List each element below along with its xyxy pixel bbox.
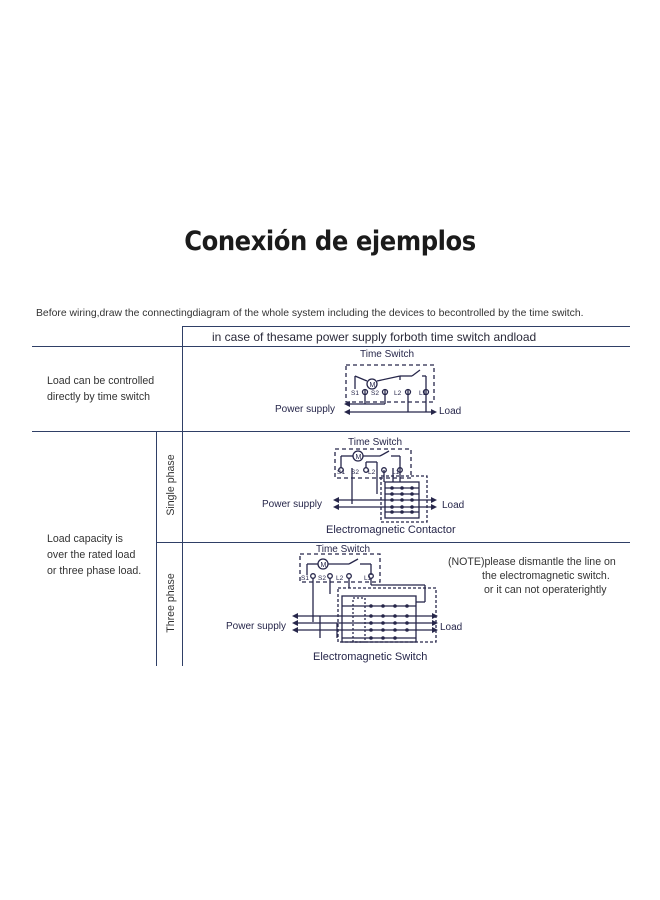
motor-label: M [370,382,376,389]
terminal-s1: S1 [337,469,345,476]
motor-label: M [321,562,327,569]
time-switch-title: Time Switch [316,544,370,555]
time-switch-box [345,364,435,403]
time-switch-title: Time Switch [348,437,402,448]
power-supply-label: Power supply [226,621,286,632]
load-label: Load [439,406,461,417]
time-switch-box [334,448,412,479]
terminal-s1: S1 [301,575,309,582]
diagram-single-phase: Time Switch M S1 S2 L2 L1 Power supply L… [262,437,464,536]
note-line2: the electromagnetic switch. [482,570,610,582]
diagram-three-phase: Time Switch M S1 S2 L2 L1 Power supply L… [226,544,462,663]
single-phase-label: Single phase [165,454,177,516]
power-supply-label: Power supply [262,499,322,510]
page-title: Conexión de ejemplos [184,226,476,257]
load-label: Load [442,500,464,511]
row-capacity-line1: Load capacity is [47,533,123,545]
three-phase-label: Three phase [165,573,177,633]
row-direct-line2: directly by time switch [47,391,151,403]
terminal-s2: S2 [351,469,359,476]
row-direct-label: Load can be controlled directly by time … [47,373,154,405]
switch-label: Electromagnetic Switch [313,651,427,663]
row-capacity-label: Load capacity is over the rated load or … [47,531,141,579]
terminal-s2: S2 [318,575,326,582]
terminal-l1: L1 [364,575,372,582]
contactor-label: Electromagnetic Contactor [326,524,456,536]
table-header: in case of thesame power supply forboth … [212,330,537,344]
row-capacity-line2: over the rated load [47,549,136,561]
table-row1-rule [32,431,630,433]
time-switch-box [299,553,381,583]
note-line3: or it can not operaterightly [484,584,607,596]
table-header-rule [32,346,630,348]
time-switch-title: Time Switch [360,349,414,360]
note-line1: (NOTE)please dismantle the line on [448,556,616,568]
power-supply-label: Power supply [275,404,335,415]
intro-text: Before wiring,draw the connectingdiagram… [36,308,584,319]
terminal-s2: S2 [371,390,379,397]
terminal-l2: L2 [336,575,344,582]
row-capacity-line3: or three phase load. [47,565,142,577]
motor-symbol [366,378,378,390]
diagram-direct: Time Switch M S1 S2 L2 L1 Power supply L… [275,349,461,417]
terminal-l2: L2 [394,390,402,397]
terminal-l1: L1 [392,469,400,476]
note-text: (NOTE)please dismantle the line on the e… [448,555,616,597]
terminal-l2: L2 [368,469,376,476]
row-direct-line1: Load can be controlled [47,375,155,387]
load-label: Load [440,622,462,633]
contactor-box [380,475,428,523]
table-top-rule [182,326,630,328]
table-col1-rule [182,326,184,666]
table-col0-rule [156,431,158,666]
terminal-l1: L1 [419,390,427,397]
terminal-s1: S1 [351,390,359,397]
motor-label: M [356,454,362,461]
table-row2-rule [156,542,630,544]
